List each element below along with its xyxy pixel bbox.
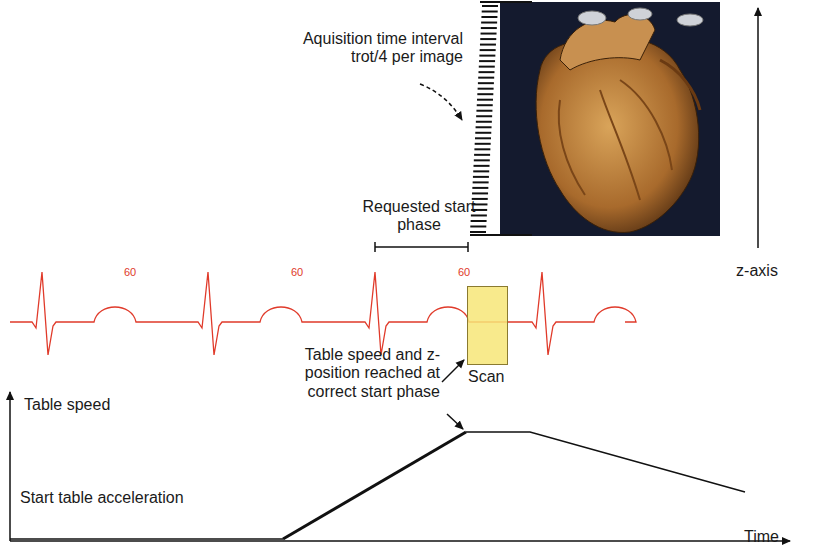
axis-label: Time <box>744 528 804 546</box>
heart-image <box>500 2 720 236</box>
scan-window: Scan <box>467 286 508 365</box>
ecg-trace <box>10 272 636 355</box>
callout-note: Table speed and z-position reached at co… <box>278 346 440 401</box>
heart-rate: 60 <box>120 266 140 279</box>
scan-label: Scan <box>468 368 504 386</box>
axis-label: z-axis <box>722 262 792 280</box>
phase-label: Requested start phase <box>360 198 478 235</box>
axis-label: Table speed <box>24 396 144 414</box>
callout-note: Start table acceleration <box>20 489 260 507</box>
heart-rate: 60 <box>454 266 474 279</box>
acquisition-note: Aquisition time interval trot/4 per imag… <box>285 30 463 67</box>
heart-rate: 60 <box>287 266 307 279</box>
